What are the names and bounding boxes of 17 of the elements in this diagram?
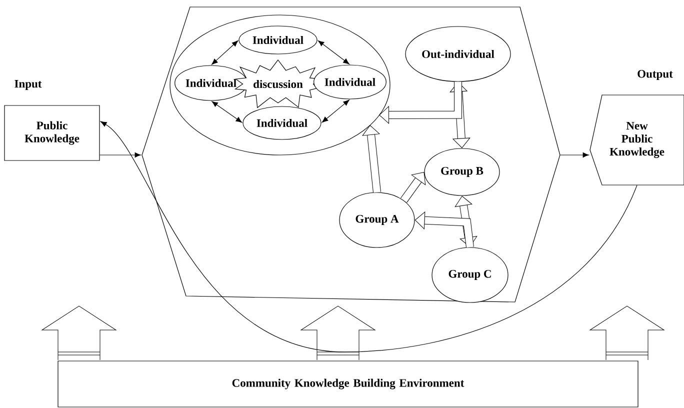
output-hexagon: New Public Knowledge <box>590 94 684 186</box>
ellipse-node: Out-individual <box>405 26 511 82</box>
block-arrow <box>414 212 474 248</box>
arrow <box>100 152 141 158</box>
environment-box: Community Knowledge Building Environment <box>58 360 638 408</box>
arrow <box>322 100 350 123</box>
knowledge-box: Public Knowledge <box>4 105 100 161</box>
curved-arrow <box>100 121 638 352</box>
arrow <box>560 152 589 158</box>
arrow <box>318 40 350 64</box>
side-label: Output <box>638 70 673 80</box>
block-arrow <box>400 172 426 203</box>
arrow <box>212 101 242 123</box>
block-arrow <box>362 125 381 193</box>
side-label: Input <box>14 80 42 90</box>
block-arrow <box>379 82 462 124</box>
arrow <box>212 40 238 65</box>
